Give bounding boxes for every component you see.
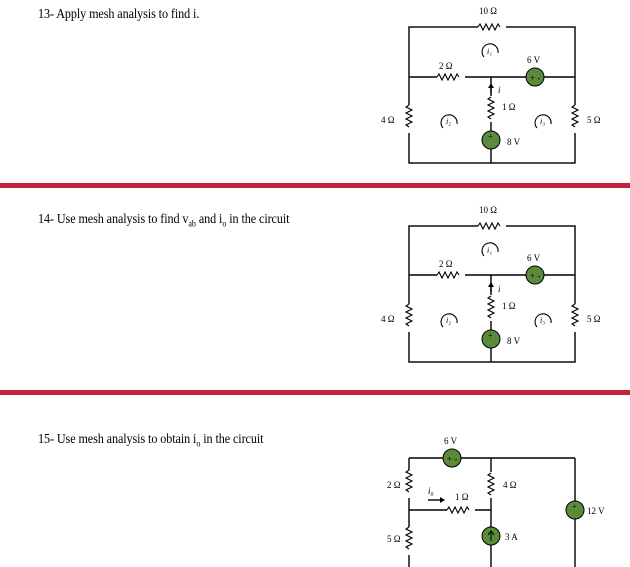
circuit-13-mesh3-label: i₃	[540, 117, 545, 126]
circuit-14-mesh3-arc	[534, 313, 552, 328]
circuit-14-current-label: i	[498, 284, 501, 294]
problem-14-sub-ab: ab	[188, 218, 196, 229]
problem-13-statement: 13- Apply mesh analysis to find i.	[38, 6, 199, 22]
circuit-13-mesh2-arc	[440, 114, 458, 129]
circuit-14: 10 Ω 2 Ω 4 Ω 1 Ω 5 Ω + - 6 V + 8 V i i₁ …	[381, 205, 601, 363]
circuit-15-2ohm-label: 2 Ω	[387, 480, 401, 490]
circuit-13-mesh1-label: i₁	[487, 47, 492, 56]
circuit-13-right-res-label: 5 Ω	[587, 115, 601, 125]
circuit-14-right-res-label: 5 Ω	[587, 314, 601, 324]
problem-14-mid: and i	[195, 211, 223, 226]
circuit-15-6v-label: 6 V	[444, 436, 458, 446]
svg-text:+ -: + -	[447, 454, 457, 464]
problem-13-text: 13- Apply mesh analysis to find i.	[38, 6, 200, 21]
problem-14-text: 14- Use mesh analysis to find v	[38, 211, 189, 226]
svg-text:+: +	[488, 331, 493, 340]
circuit-14-mesh2-label: i₂	[446, 316, 451, 325]
circuit-14-left-res-label: 4 Ω	[381, 314, 395, 324]
circuit-13-mesh2-label: i₂	[446, 117, 451, 126]
circuit-13-center-res-label: 1 Ω	[502, 102, 516, 112]
circuit-15-4ohm-label: 4 Ω	[503, 480, 517, 490]
circuit-15-1ohm-label: 1 Ω	[455, 492, 469, 502]
circuit-13-mesh3-arc	[534, 114, 552, 129]
circuit-13-6v-label: 6 V	[527, 55, 541, 65]
circuit-13-current-label: i	[498, 85, 501, 95]
circuit-14-mesh1-arc	[481, 242, 499, 257]
svg-text:+ -: + -	[530, 73, 540, 83]
svg-text:+ -: + -	[530, 271, 540, 281]
problem-14-statement: 14- Use mesh analysis to find vab and io…	[38, 211, 290, 229]
circuit-14-6v-label: 6 V	[527, 253, 541, 263]
circuit-14-mid-res-label: 2 Ω	[439, 259, 453, 269]
circuit-14-8v-label: 8 V	[507, 336, 521, 346]
circuit-14-center-res-label: 1 Ω	[502, 301, 516, 311]
problem-15-statement: 15- Use mesh analysis to obtain io in th…	[38, 431, 263, 449]
circuit-14-6v-source	[525, 265, 545, 285]
circuit-13-8v-source	[481, 130, 501, 150]
circuit-15-i0-arrow	[440, 497, 445, 503]
circuit-13-8v-label: 8 V	[507, 137, 521, 147]
circuit-13-mesh1-arc	[481, 43, 499, 58]
circuit-15: + - 6 V 2 Ω 5 Ω 1 Ω i₀ 4 Ω 3 A + 12 V	[387, 436, 605, 567]
circuit-14-mesh2-arc	[440, 313, 458, 328]
circuit-15-5ohm-label: 5 Ω	[387, 534, 401, 544]
circuit-13-top-res-label: 10 Ω	[479, 6, 497, 16]
circuit-14-mesh3-label: i₃	[540, 316, 545, 325]
circuit-14-8v-source	[481, 329, 501, 349]
circuit-14-top-res-label: 10 Ω	[479, 205, 497, 215]
circuit-15-6v-source	[442, 448, 462, 468]
circuit-13-current-arrow	[488, 83, 494, 88]
circuit-15-12v-label: 12 V	[587, 506, 605, 516]
circuit-15-3a-label: 3 A	[505, 532, 518, 542]
problem-14-sub-o: o	[222, 218, 227, 229]
svg-text:+: +	[488, 132, 493, 141]
problem-15-tail: in the circuit	[200, 431, 264, 446]
circuit-13-6v-source	[525, 67, 545, 87]
problem-15-sub-o: o	[196, 438, 201, 449]
circuit-13: 10 Ω 2 Ω 4 Ω 1 Ω 5 Ω + - 6 V + 8 V i i₁ …	[381, 6, 601, 164]
circuit-15-12v-source	[565, 500, 585, 520]
problem-15-text: 15- Use mesh analysis to obtain i	[38, 431, 197, 446]
circuit-14-mesh1-label: i₁	[487, 246, 492, 255]
svg-text:+: +	[572, 502, 577, 511]
circuit-13-mid-res-label: 2 Ω	[439, 61, 453, 71]
circuit-14-current-arrow	[488, 282, 494, 287]
circuit-13-left-res-label: 4 Ω	[381, 115, 395, 125]
separator-2	[0, 390, 630, 395]
circuit-15-i0-label: i₀	[428, 486, 434, 496]
problem-14-tail: in the circuit	[226, 211, 290, 226]
separator-1	[0, 183, 630, 188]
